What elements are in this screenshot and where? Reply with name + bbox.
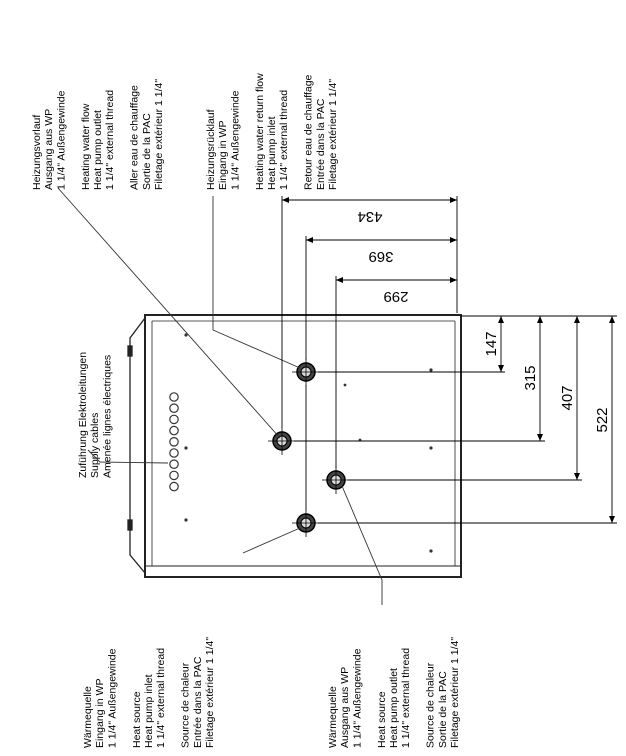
cable-hole (169, 403, 179, 413)
connection-heating-return (292, 358, 320, 386)
cable-hole (169, 448, 179, 458)
dim-369: 369 (368, 248, 393, 265)
label-line: Eingang in WP (94, 679, 106, 748)
label-line: Filetage extérieur 1 1/4" (153, 79, 165, 190)
dimension-arrows (282, 197, 615, 523)
label-line: Heizungsvorlauf (31, 115, 43, 190)
cable-hole (169, 436, 179, 447)
connection-heat-source-outlet (322, 466, 350, 494)
label-line: 1 1/4" external thread (104, 90, 116, 190)
label-line: Amenée lignes électriques (101, 355, 113, 478)
label-line: Sortie de la PAC (141, 113, 153, 190)
label-line: Source de chaleur (425, 662, 437, 748)
cable-hole (169, 459, 179, 469)
label-line: Entrée dans la PAC (315, 98, 327, 190)
connection-heat-source-inlet (292, 509, 320, 537)
leader-lines (57, 187, 383, 605)
connection-heating-flow (268, 427, 296, 455)
label-line: Filetage extérieur 1 1/4" (327, 79, 339, 190)
cable-hole (169, 470, 179, 481)
dimension-lines (281, 196, 617, 524)
label-line: Supply cables (89, 413, 101, 478)
label-line: Heat source (131, 691, 143, 748)
label-line: Sortie de la PAC (437, 671, 449, 748)
label-line: 1 1/4" external thread (278, 90, 290, 190)
housing (127, 314, 462, 578)
label-line: Heating water flow (80, 103, 92, 190)
label-line: Filetage extérieur 1 1/4" (449, 637, 461, 748)
label-line: 1 1/4" Außengewinde (229, 90, 241, 190)
screw-dots (184, 333, 433, 553)
dim-299: 299 (383, 288, 408, 305)
cable-hole (169, 425, 179, 436)
label-line: 1 1/4" Außengewinde (106, 648, 118, 748)
label-line: Heat pump inlet (266, 116, 278, 190)
dim-147: 147 (483, 331, 500, 356)
label-line: Source de chaleur (180, 662, 192, 748)
label-line: Wärmequelle (327, 686, 339, 748)
label-line: 1 1/4" Außengewinde (55, 90, 67, 190)
label-line: Entrée dans la PAC (192, 656, 204, 748)
label-line: Eingang in WP (217, 121, 229, 190)
label-line: Aller eau de chauffage (129, 85, 141, 190)
dim-407: 407 (559, 385, 576, 410)
cable-hole (169, 481, 179, 492)
dimension-labels: 434 369 299 147 315 407 522 (357, 208, 611, 433)
dim-522: 522 (594, 407, 611, 432)
label-line: Heat pump outlet (388, 668, 400, 748)
dim-434: 434 (357, 208, 382, 225)
label-line: 1 1/4" external thread (155, 648, 167, 748)
label-line: 1 1/4" external thread (400, 648, 412, 748)
label-line: Heizungsrücklauf (205, 109, 217, 190)
label-line: Heat source (376, 691, 388, 748)
label-line: Ausgang aus WP (43, 109, 55, 190)
label-line: Ausgang aus WP (339, 667, 351, 748)
label-line: Zuführung Elektroleitungen (77, 352, 89, 478)
label-line: Retour eau de chauffage (303, 74, 315, 190)
cable-hole (169, 392, 179, 402)
label-line: Filetage extérieur 1 1/4" (204, 637, 216, 748)
label-line: Heat pump outlet (92, 110, 104, 190)
label-line: Heating water return flow (254, 73, 266, 190)
dim-315: 315 (522, 365, 539, 390)
label-line: 1 1/4" Außengewinde (351, 648, 363, 748)
label-line: Heat pump inlet (143, 674, 155, 748)
cable-hole (169, 414, 179, 425)
cable-entry-holes (169, 392, 179, 492)
label-line: Wärmequelle (82, 686, 94, 748)
